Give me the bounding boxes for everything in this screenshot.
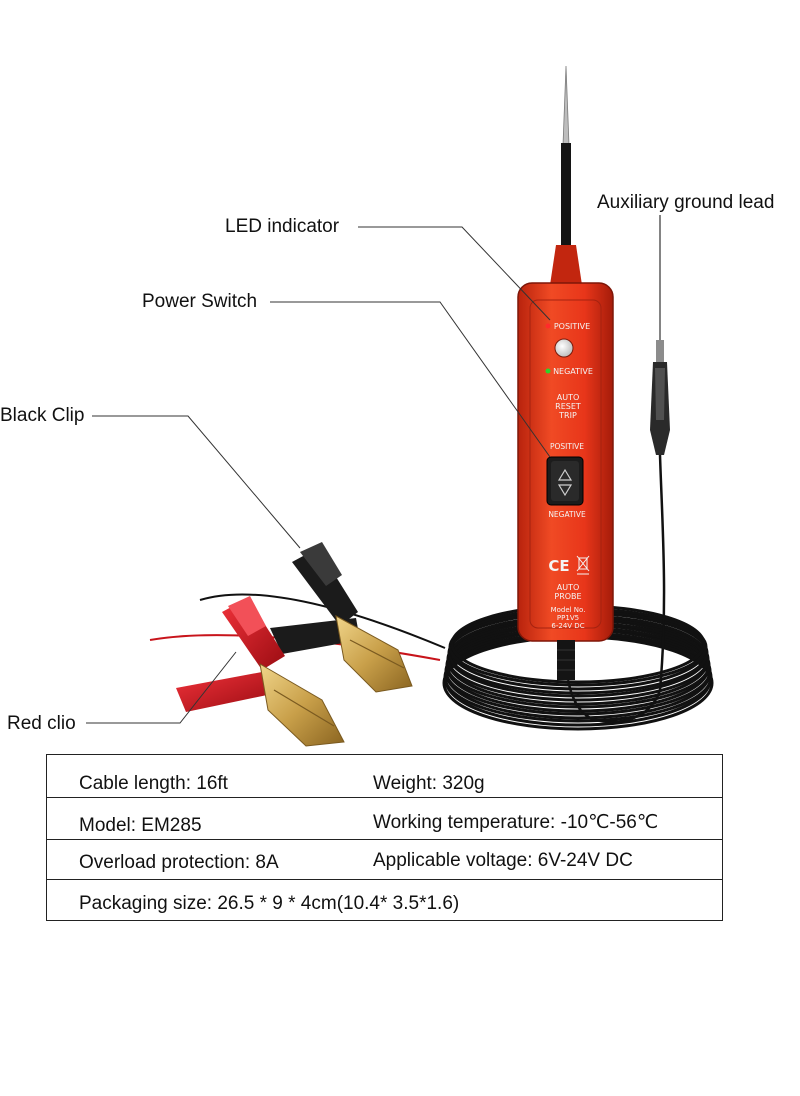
product-illustration: POSITIVE NEGATIVE AUTO RESET TRIP POSITI…	[0, 65, 775, 747]
auto-probe-line1: AUTO	[557, 583, 580, 592]
callout-led-indicator: LED indicator	[225, 216, 340, 237]
spec-row: Packaging size: 26.5 * 9 * 4cm(10.4* 3.5…	[47, 879, 722, 921]
spec-applicable-voltage: Applicable voltage: 6V-24V DC	[373, 850, 633, 871]
auto-reset-line1: AUTO	[557, 393, 580, 402]
spec-overload-protection: Overload protection: 8A	[79, 852, 279, 873]
probe-tip	[550, 65, 582, 285]
switch-up-arrow-icon	[557, 468, 573, 481]
callout-power-switch: Power Switch	[142, 291, 258, 312]
leader-lines	[86, 226, 551, 724]
auxiliary-ground-lead	[566, 215, 670, 723]
model-no-value: PP1V5	[557, 614, 579, 622]
auto-reset-line2: RESET	[555, 402, 581, 411]
red-clip	[176, 596, 345, 747]
spec-model: Model: EM285	[79, 815, 202, 836]
weee-bin-icon	[576, 555, 590, 575]
probe-positive-label: POSITIVE	[554, 322, 590, 331]
spec-row: Model: EM285 Working temperature: -10℃-5…	[47, 797, 722, 840]
callout-red-clip: Red clio	[7, 713, 76, 734]
spec-working-temperature: Working temperature: -10℃-56℃	[373, 812, 659, 833]
switch-down-arrow-icon	[557, 484, 573, 497]
power-switch[interactable]	[546, 456, 584, 506]
auto-reset-line3: TRIP	[558, 411, 577, 420]
switch-negative-label: NEGATIVE	[548, 510, 586, 519]
spec-row: Cable length: 16ft Weight: 320g	[47, 755, 722, 798]
black-clip	[270, 542, 413, 693]
led-indicator	[554, 338, 574, 358]
probe-body: POSITIVE NEGATIVE AUTO RESET TRIP POSITI…	[517, 282, 614, 642]
spec-table: Cable length: 16ft Weight: 320g Model: E…	[46, 754, 723, 921]
auto-probe-line2: PROBE	[554, 592, 581, 601]
spec-row: Overload protection: 8A Applicable volta…	[47, 839, 722, 880]
switch-positive-label: POSITIVE	[550, 442, 584, 451]
model-voltage: 6-24V DC	[551, 622, 584, 630]
probe-negative-label: NEGATIVE	[553, 367, 593, 376]
black-wire	[199, 593, 446, 649]
spec-cable-length: Cable length: 16ft	[79, 773, 228, 794]
model-no-label: Model No.	[551, 606, 586, 614]
callout-auxiliary-ground-lead: Auxiliary ground lead	[597, 192, 775, 213]
ce-mark: CE	[548, 557, 569, 575]
probe-strain-relief	[557, 640, 575, 680]
spec-packaging-size: Packaging size: 26.5 * 9 * 4cm(10.4* 3.5…	[79, 893, 460, 914]
spec-weight: Weight: 320g	[373, 773, 485, 794]
callout-black-clip: Black Clip	[0, 405, 85, 426]
